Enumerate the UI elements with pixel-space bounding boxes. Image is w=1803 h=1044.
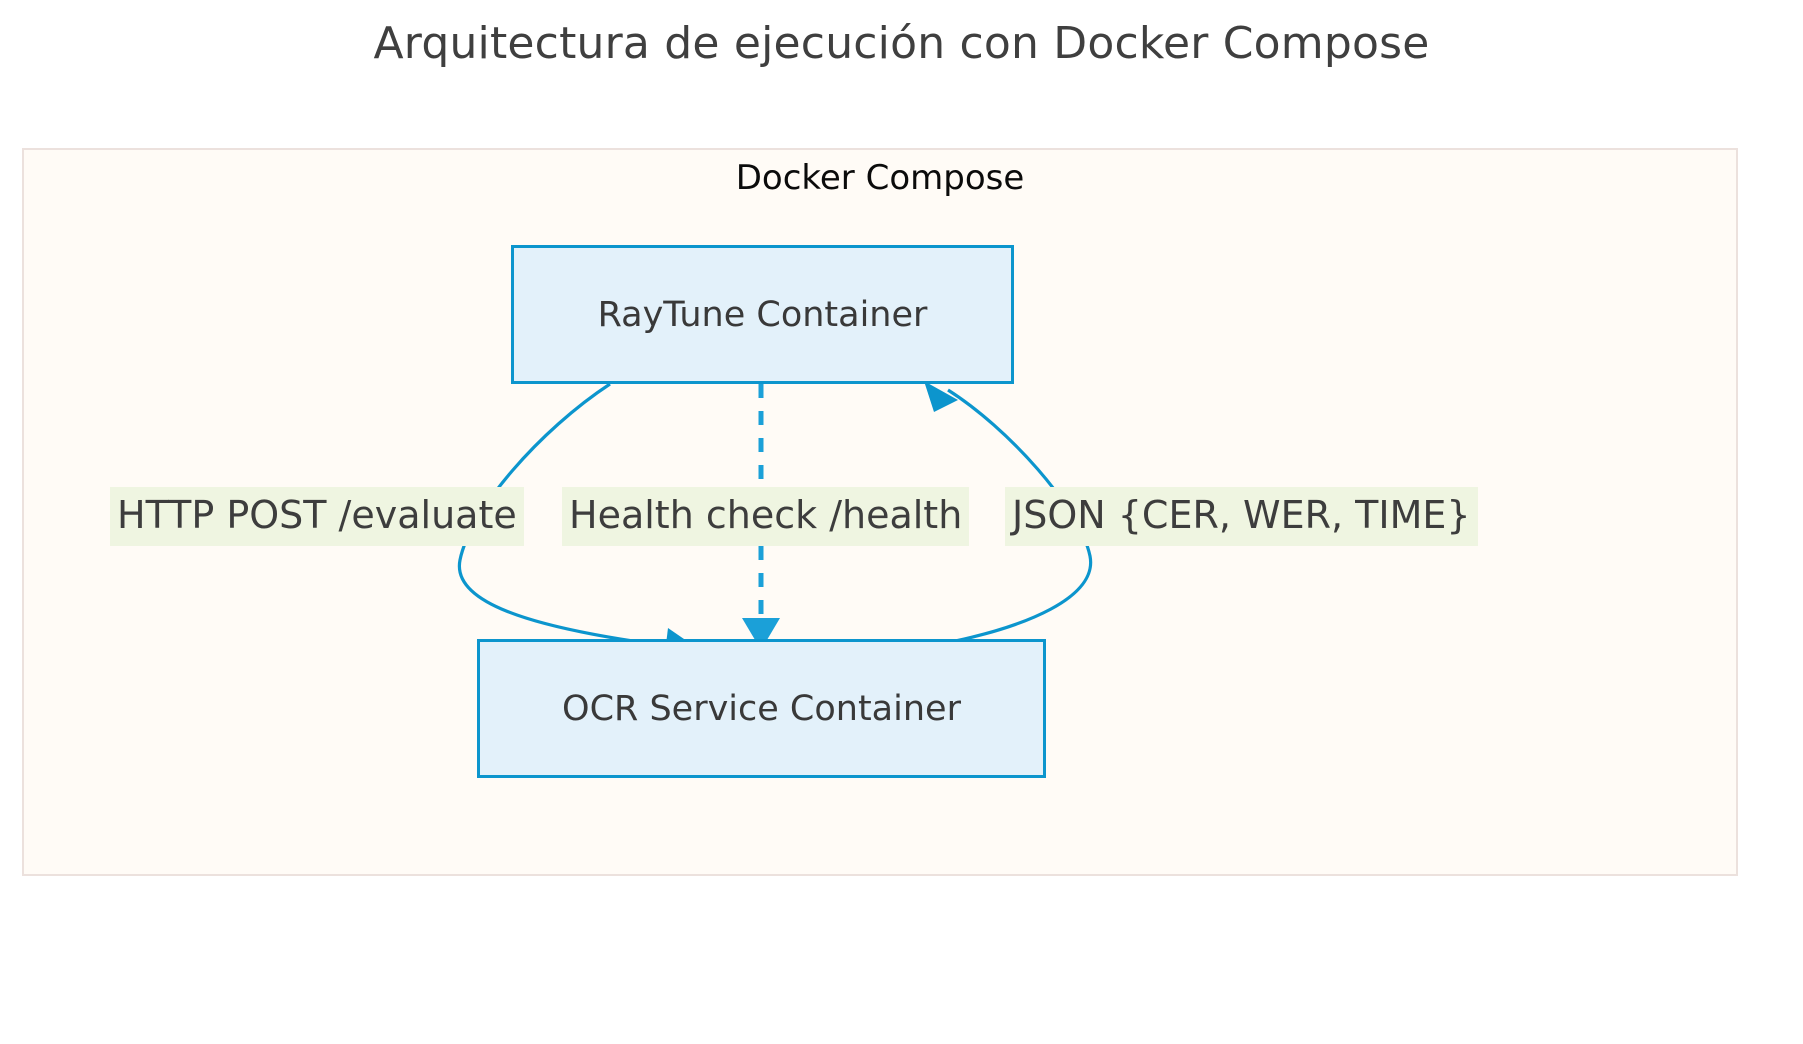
node-ocr-service-container[interactable]: OCR Service Container (477, 639, 1046, 778)
node-raytune-container[interactable]: RayTune Container (511, 245, 1014, 384)
edge-label-json-metrics: JSON {CER, WER, TIME} (1005, 487, 1478, 546)
node-raytune-label: RayTune Container (597, 294, 928, 335)
page-title: Arquitectura de ejecución con Docker Com… (373, 18, 1430, 69)
edge-label-http-post-evaluate: HTTP POST /evaluate (110, 487, 524, 546)
node-ocr-label: OCR Service Container (562, 688, 961, 729)
subgraph-label: Docker Compose (735, 158, 1025, 198)
edge-label-health-check: Health check /health (562, 487, 970, 546)
